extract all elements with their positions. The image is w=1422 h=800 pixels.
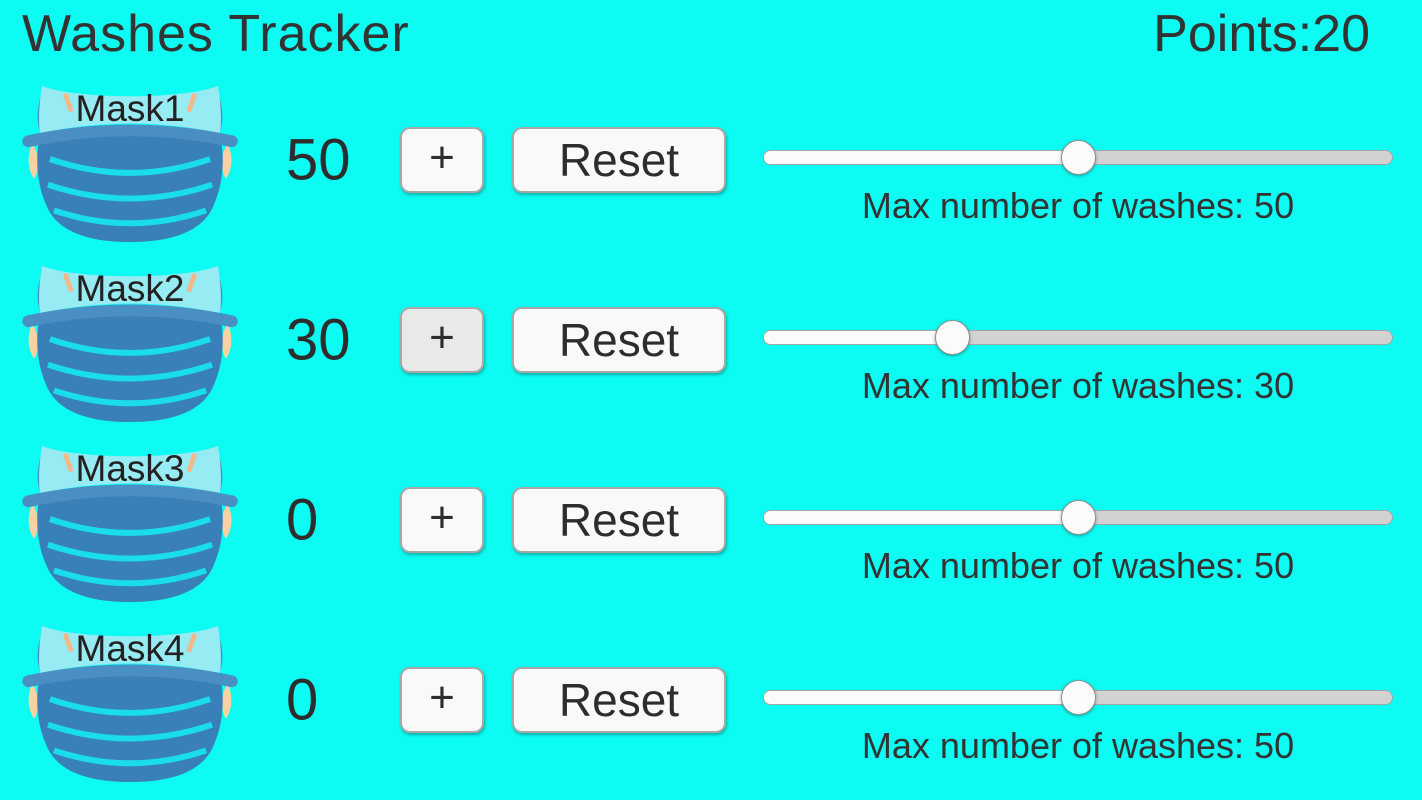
- reset-button[interactable]: Reset: [512, 307, 726, 373]
- face-mask-icon: [22, 85, 238, 243]
- wash-count-value: 0: [286, 667, 319, 733]
- slider-thumb[interactable]: [935, 320, 970, 355]
- mask-name-label: Mask2: [75, 268, 185, 309]
- points-label: Points:: [1153, 5, 1313, 63]
- mask-icon-wrap: Mask2: [16, 258, 244, 426]
- max-washes-label: Max number of washes: 50: [861, 725, 1295, 766]
- max-washes-slider[interactable]: [763, 680, 1393, 716]
- mask-name-label: Mask3: [75, 448, 185, 489]
- wash-count-value: 0: [286, 487, 319, 553]
- increment-button[interactable]: +: [400, 667, 484, 733]
- mask-name-label: Mask4: [75, 628, 185, 669]
- mask-row: Mask2 30 + Reset Max number of washes: 3…: [0, 258, 1422, 438]
- max-washes-label: Max number of washes: 50: [861, 185, 1295, 226]
- slider-thumb[interactable]: [1061, 140, 1096, 175]
- max-washes-slider[interactable]: [763, 320, 1393, 356]
- reset-button[interactable]: Reset: [512, 127, 726, 193]
- points-display: Points:20: [1153, 4, 1370, 64]
- slider-thumb[interactable]: [1061, 500, 1096, 535]
- points-value: 20: [1312, 5, 1370, 63]
- face-mask-icon: [22, 445, 238, 603]
- reset-button[interactable]: Reset: [512, 487, 726, 553]
- max-washes-label: Max number of washes: 50: [861, 545, 1295, 586]
- increment-button[interactable]: +: [400, 487, 484, 553]
- face-mask-icon: [22, 625, 238, 783]
- mask-icon-wrap: Mask4: [16, 618, 244, 786]
- slider-fill: [764, 691, 1078, 704]
- slider-track[interactable]: [763, 330, 1393, 345]
- max-washes-slider[interactable]: [763, 500, 1393, 536]
- mask-icon-wrap: Mask3: [16, 438, 244, 606]
- slider-fill: [764, 331, 953, 344]
- max-washes-label: Max number of washes: 30: [861, 365, 1295, 406]
- slider-fill: [764, 151, 1078, 164]
- increment-button[interactable]: +: [400, 127, 484, 193]
- mask-row: Mask3 0 + Reset Max number of washes: 50: [0, 438, 1422, 618]
- increment-button[interactable]: +: [400, 307, 484, 373]
- wash-count-value: 50: [286, 127, 351, 193]
- wash-count-value: 30: [286, 307, 351, 373]
- slider-fill: [764, 511, 1078, 524]
- reset-button[interactable]: Reset: [512, 667, 726, 733]
- face-mask-icon: [22, 265, 238, 423]
- page-title: Washes Tracker: [22, 5, 410, 63]
- mask-name-label: Mask1: [75, 88, 185, 129]
- mask-row: Mask4 0 + Reset Max number of washes: 50: [0, 618, 1422, 798]
- mask-icon-wrap: Mask1: [16, 78, 244, 246]
- mask-row: Mask1 50 + Reset Max number of washes: 5…: [0, 78, 1422, 258]
- slider-thumb[interactable]: [1061, 680, 1096, 715]
- max-washes-slider[interactable]: [763, 140, 1393, 176]
